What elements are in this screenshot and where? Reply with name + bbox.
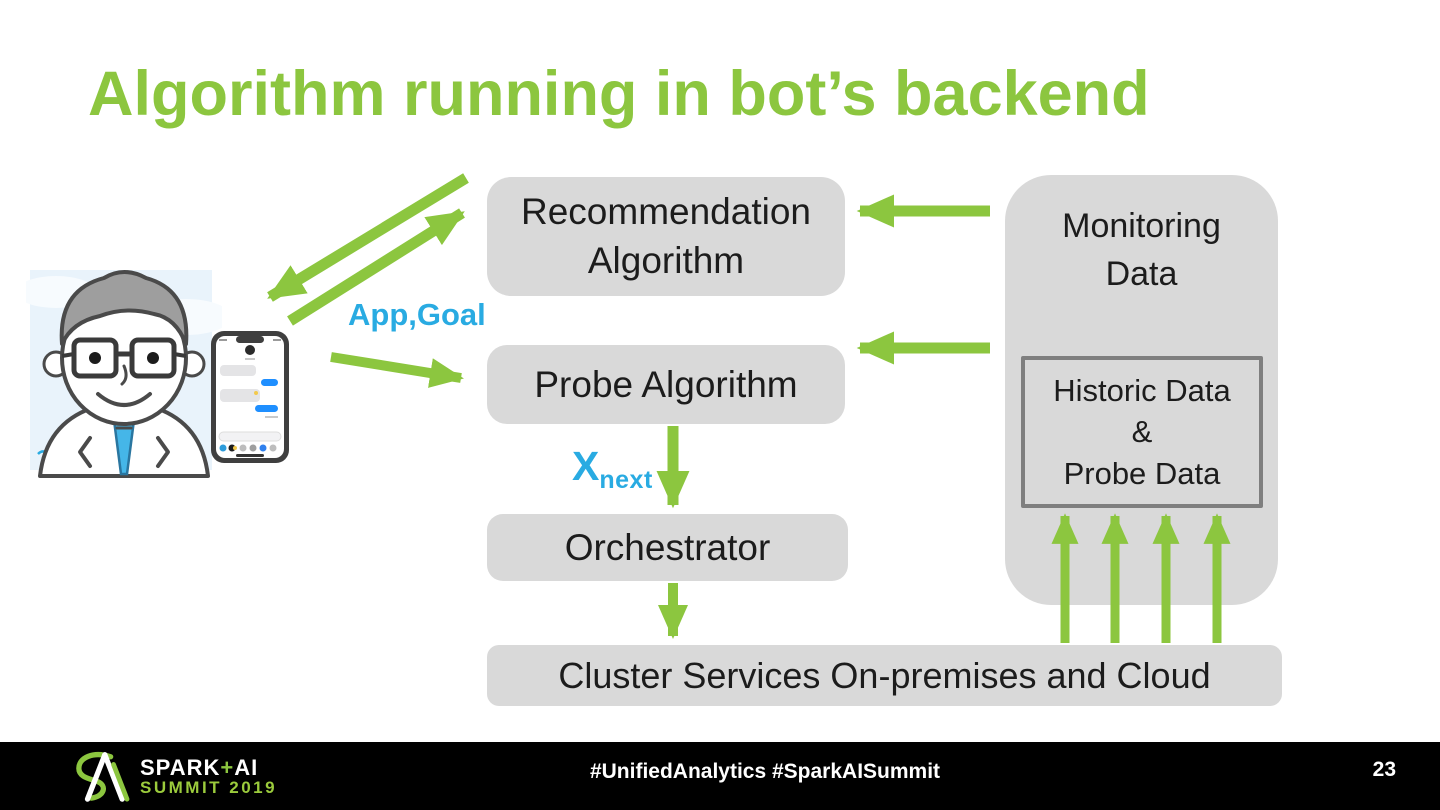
phone-illustration — [211, 331, 289, 463]
logo-text: SPARK+AI SUMMIT 2019 — [140, 754, 278, 797]
app-goal-label: App,Goal — [348, 297, 486, 332]
probe-algorithm-box: Probe Algorithm — [487, 345, 845, 424]
historic-probe-data-box: Historic Data & Probe Data — [1021, 356, 1263, 508]
logo-plus: + — [220, 754, 235, 780]
orchestrator-box: Orchestrator — [487, 514, 848, 581]
arrow-recommendation-to-user — [267, 173, 469, 302]
user-illustration — [26, 270, 222, 478]
x-next-base: X — [572, 443, 600, 489]
x-next-subscript: next — [599, 466, 653, 494]
spark-logo-icon — [76, 751, 130, 802]
spark-ai-summit-logo: SPARK+AI SUMMIT 2019 — [72, 750, 277, 802]
cluster-services-box: Cluster Services On-premises and Cloud — [487, 645, 1282, 706]
arrow-user-to-probe — [330, 352, 464, 388]
chat-bubble-gray — [220, 365, 256, 376]
logo-spark: SPARK — [140, 754, 221, 780]
logo-line-spark-ai: SPARK+AI — [140, 754, 277, 780]
chat-bubble-blue — [261, 379, 278, 386]
footer-hashtags: #UnifiedAnalytics #SparkAISummit — [589, 760, 941, 783]
phone-notch — [236, 336, 264, 343]
logo-ai: AI — [234, 754, 259, 780]
slide-title: Algorithm running in bot’s backend — [88, 59, 1150, 129]
chat-avatar — [245, 345, 255, 355]
logo-line-summit: SUMMIT 2019 — [140, 777, 278, 797]
recommendation-algorithm-box: Recommendation Algorithm — [487, 177, 845, 296]
x-next-label: Xnext — [572, 443, 653, 495]
footer-bar: SPARK+AI SUMMIT 2019 #UnifiedAnalytics #… — [0, 742, 1440, 810]
page-number: 23 — [1372, 758, 1396, 781]
hair — [59, 270, 189, 346]
